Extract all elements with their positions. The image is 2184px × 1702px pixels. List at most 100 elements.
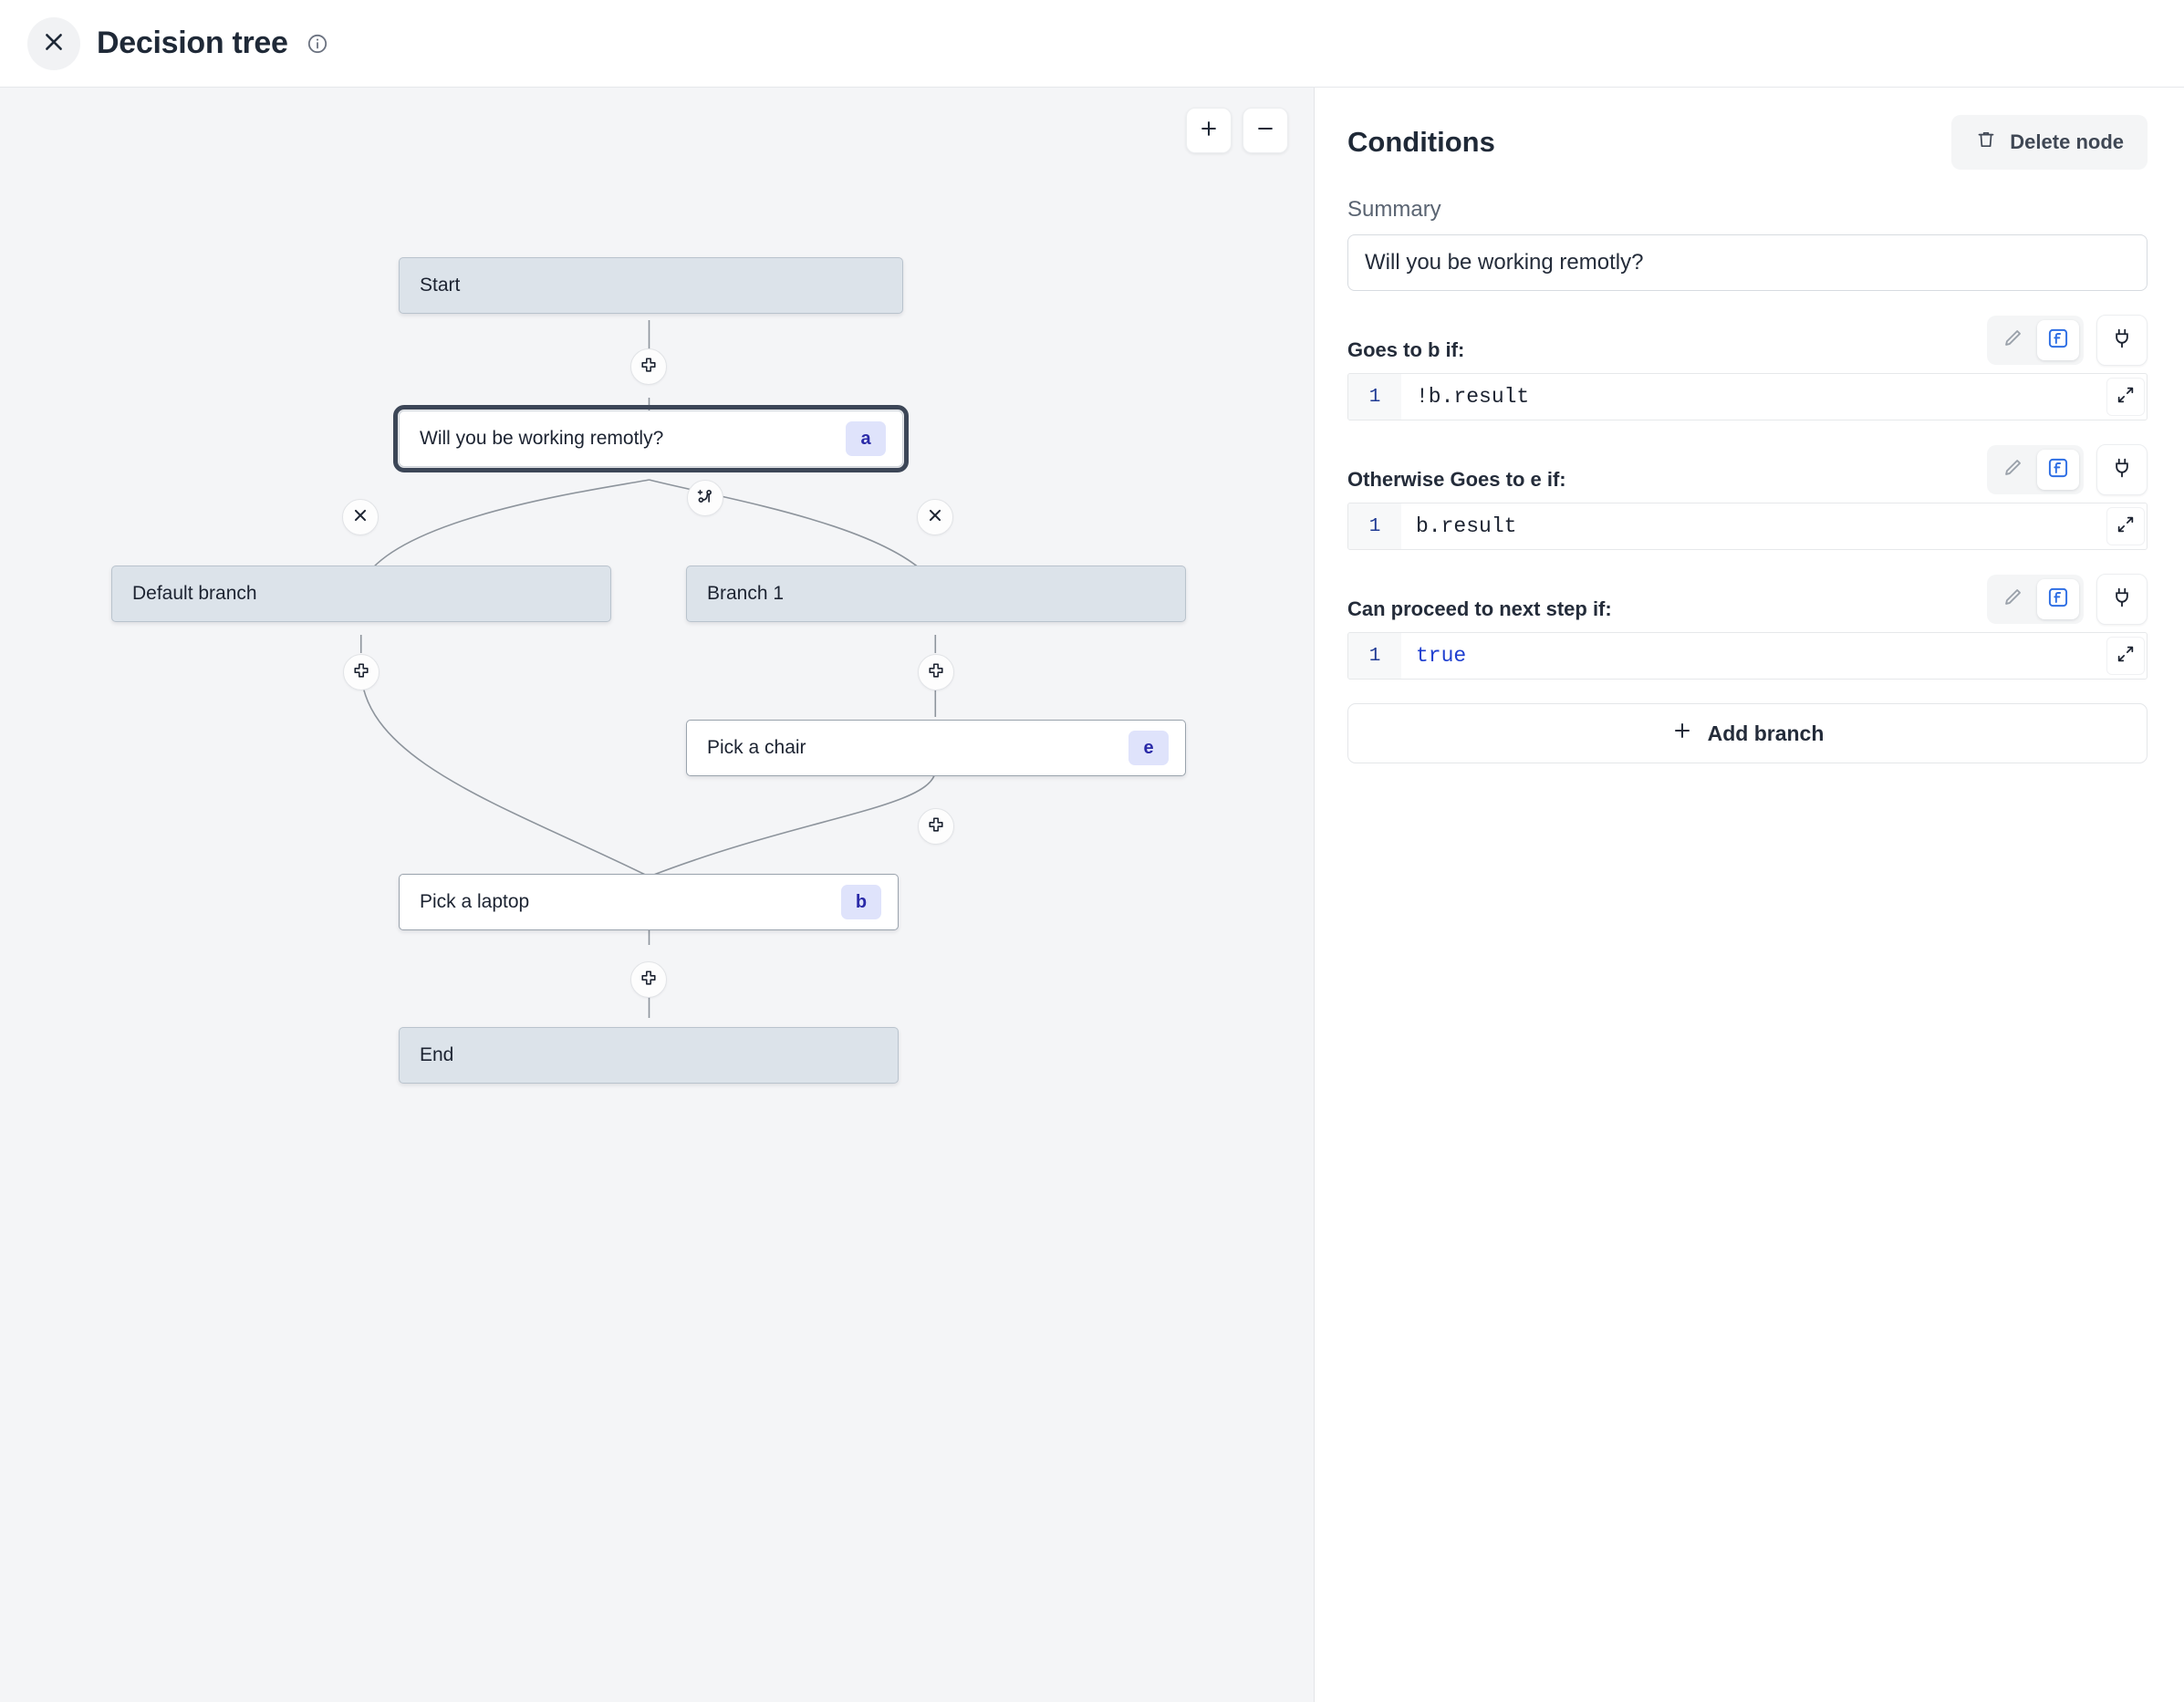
node-label: Start	[420, 275, 461, 296]
connect-plug-button[interactable]	[2096, 574, 2148, 625]
delete-node-label: Delete node	[2010, 130, 2124, 153]
zoom-in-button[interactable]	[1186, 108, 1232, 153]
code-text[interactable]: !b.result	[1416, 385, 1530, 409]
line-number: 1	[1348, 633, 1401, 679]
expression-mode-button[interactable]	[2037, 320, 2079, 360]
line-number: 1	[1348, 374, 1401, 420]
node-badge: e	[1128, 731, 1169, 765]
remove-default-branch-button[interactable]	[342, 499, 379, 535]
panel-title: Conditions	[1347, 126, 1495, 158]
delete-node-button[interactable]: Delete node	[1951, 115, 2148, 170]
node-label: Branch 1	[707, 583, 785, 604]
code-editor[interactable]: 1 !b.result	[1347, 373, 2148, 420]
condition-tools	[1987, 315, 2148, 366]
condition-label: Otherwise Goes to e if:	[1347, 468, 1566, 491]
editor-mode-toggle	[1987, 575, 2084, 624]
pencil-icon	[2001, 456, 2024, 484]
editor-mode-toggle	[1987, 445, 2084, 494]
condition-label: Can proceed to next step if:	[1347, 597, 1612, 620]
plus-node-icon	[639, 968, 659, 992]
connect-plug-button[interactable]	[2096, 315, 2148, 366]
expand-icon	[2116, 385, 2136, 410]
close-icon	[42, 30, 66, 57]
conditions-panel: Conditions Delete node Summary	[1315, 88, 2184, 1702]
plug-icon	[2110, 327, 2134, 355]
plus-icon	[1199, 119, 1219, 143]
node-badge: b	[841, 885, 881, 919]
condition-row-header: Goes to b if:	[1347, 315, 2148, 366]
node-label: Pick a chair	[707, 737, 806, 758]
node-label: Pick a laptop	[420, 891, 530, 912]
close-button[interactable]	[27, 16, 80, 70]
condition-label: Goes to b if:	[1347, 338, 1465, 361]
node-badge: a	[846, 421, 886, 456]
function-icon	[2046, 456, 2070, 484]
add-node-after-laptop-button[interactable]	[630, 961, 667, 998]
condition-block-goes-to-b: Goes to b if:	[1347, 315, 2148, 420]
add-node-after-branch1-button[interactable]	[918, 654, 954, 690]
summary-input[interactable]	[1347, 234, 2148, 291]
condition-row-header: Can proceed to next step if:	[1347, 574, 2148, 625]
zoom-controls	[1186, 108, 1288, 153]
expression-mode-button[interactable]	[2037, 579, 2079, 619]
plus-node-icon	[926, 660, 946, 685]
line-number: 1	[1348, 503, 1401, 549]
code-text[interactable]: true	[1416, 644, 1467, 668]
summary-label: Summary	[1347, 197, 1441, 222]
zoom-out-button[interactable]	[1243, 108, 1288, 153]
expression-mode-button[interactable]	[2037, 450, 2079, 490]
remove-branch-1-button[interactable]	[917, 499, 953, 535]
expand-editor-button[interactable]	[2106, 507, 2145, 545]
plus-node-icon	[639, 355, 659, 379]
node-label: Will you be working remotly?	[420, 428, 664, 449]
function-icon	[2046, 586, 2070, 614]
condition-tools	[1987, 444, 2148, 495]
flow-node-pick-a-chair[interactable]: Pick a chair e	[686, 720, 1186, 776]
simple-mode-button[interactable]	[1992, 320, 2033, 360]
condition-block-can-proceed: Can proceed to next step if:	[1347, 574, 2148, 680]
body: Start Will you be working remotly? a Def…	[0, 88, 2184, 1702]
flow-canvas[interactable]: Start Will you be working remotly? a Def…	[0, 88, 1315, 1702]
info-icon[interactable]	[307, 33, 328, 55]
page-title: Decision tree	[97, 26, 288, 60]
editor-mode-toggle	[1987, 316, 2084, 365]
simple-mode-button[interactable]	[1992, 579, 2033, 619]
add-node-after-start-button[interactable]	[630, 348, 667, 385]
expand-icon	[2116, 514, 2136, 539]
flow-node-pick-a-laptop[interactable]: Pick a laptop b	[399, 874, 899, 930]
expand-editor-button[interactable]	[2106, 637, 2145, 675]
code-editor[interactable]: 1 b.result	[1347, 503, 2148, 550]
flow-node-default-branch[interactable]: Default branch	[111, 566, 611, 622]
code-editor[interactable]: 1 true	[1347, 632, 2148, 680]
simple-mode-button[interactable]	[1992, 450, 2033, 490]
condition-row-header: Otherwise Goes to e if:	[1347, 444, 2148, 495]
add-branch-label: Add branch	[1707, 721, 1825, 745]
add-branch-canvas-button[interactable]	[687, 480, 723, 516]
titlebar: Decision tree	[0, 0, 2184, 88]
plug-icon	[2110, 456, 2134, 484]
pencil-icon	[2001, 327, 2024, 355]
plus-node-icon	[351, 660, 371, 685]
connect-plug-button[interactable]	[2096, 444, 2148, 495]
expand-icon	[2116, 644, 2136, 669]
add-node-after-chair-button[interactable]	[918, 808, 954, 845]
pencil-icon	[2001, 586, 2024, 614]
flow-node-condition[interactable]: Will you be working remotly? a	[393, 405, 909, 472]
close-icon	[350, 505, 370, 530]
function-icon	[2046, 327, 2070, 355]
flow-graph: Start Will you be working remotly? a Def…	[0, 88, 1314, 1702]
code-text[interactable]: b.result	[1416, 514, 1517, 538]
add-branch-button[interactable]: Add branch	[1347, 703, 2148, 763]
flow-node-end[interactable]: End	[399, 1027, 899, 1084]
plus-icon	[1671, 720, 1693, 747]
panel-header: Conditions Delete node	[1347, 115, 2148, 170]
expand-editor-button[interactable]	[2106, 378, 2145, 416]
add-node-after-default-button[interactable]	[343, 654, 380, 690]
trash-icon	[1975, 129, 1997, 156]
node-label: Default branch	[132, 583, 257, 604]
node-label: End	[420, 1044, 454, 1065]
condition-tools	[1987, 574, 2148, 625]
flow-node-start[interactable]: Start	[399, 257, 903, 314]
flow-node-branch-1[interactable]: Branch 1	[686, 566, 1186, 622]
